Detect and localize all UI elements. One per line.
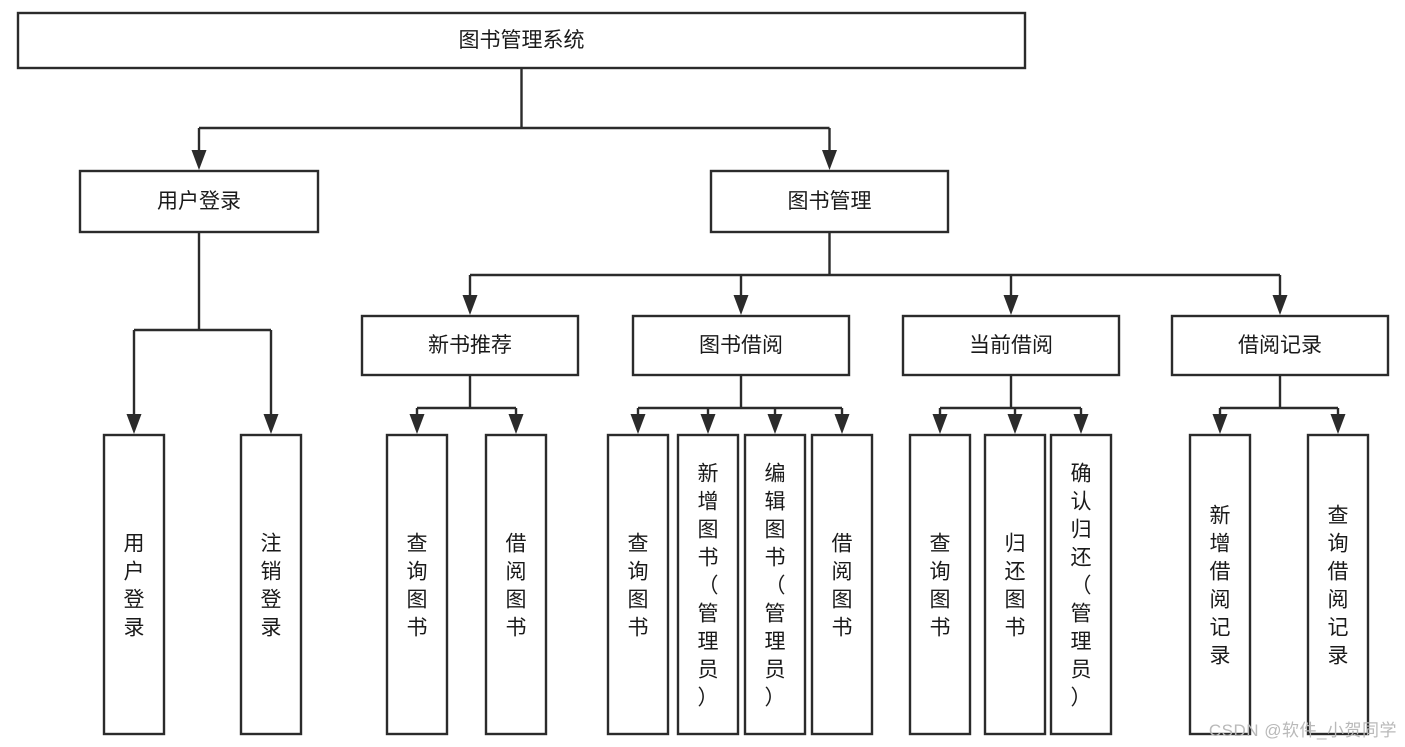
- node-user-login[interactable]: 用户登录: [78, 169, 320, 234]
- node-label: 编辑图书（管理员）: [765, 462, 786, 709]
- node-book-borrow[interactable]: 图书借阅: [631, 314, 851, 377]
- node-box: [1306, 433, 1370, 736]
- node-label: 查询图书: [628, 532, 649, 639]
- node-label: 用户登录: [157, 190, 241, 213]
- node-leaf-bb-edit[interactable]: 编辑图书（管理员）: [743, 433, 807, 736]
- node-label: 新书推荐: [428, 334, 512, 357]
- connector-group-user-login: [126, 232, 279, 434]
- node-box: [1049, 433, 1113, 736]
- node-label: 归还图书: [1005, 532, 1026, 639]
- node-root[interactable]: 图书管理系统: [16, 11, 1027, 70]
- node-box: [908, 433, 972, 736]
- arrow-head-icon: [263, 414, 279, 434]
- node-box: [901, 314, 1121, 377]
- node-leaf-user-login[interactable]: 用户登录: [102, 433, 166, 736]
- arrow-head-icon: [822, 150, 837, 170]
- node-book-manage[interactable]: 图书管理: [709, 169, 950, 234]
- node-label: 查询图书: [930, 532, 951, 639]
- arrow-head-icon: [700, 414, 716, 434]
- node-label: 确认归还（管理员）: [1071, 462, 1092, 709]
- node-borrow-record[interactable]: 借阅记录: [1170, 314, 1390, 377]
- node-leaf-cb-confirm[interactable]: 确认归还（管理员）: [1049, 433, 1113, 736]
- arrow-head-icon: [932, 414, 948, 434]
- node-box: [743, 433, 807, 736]
- arrow-head-icon: [1330, 414, 1346, 434]
- arrow-head-icon: [462, 295, 478, 315]
- arrow-head-icon: [409, 414, 425, 434]
- arrow-head-icon: [191, 150, 207, 170]
- node-layer: 图书管理系统用户登录图书管理新书推荐图书借阅当前借阅借阅记录用户登录注销登录查询…: [16, 11, 1390, 736]
- node-leaf-logout[interactable]: 注销登录: [239, 433, 303, 736]
- connector-layer: [126, 68, 1346, 434]
- node-box: [78, 169, 320, 234]
- node-box: [983, 433, 1047, 736]
- node-box: [1170, 314, 1390, 377]
- node-box: [16, 11, 1027, 70]
- arrow-head-icon: [508, 414, 524, 434]
- node-leaf-rec-borrow[interactable]: 借阅图书: [484, 433, 548, 736]
- node-box: [606, 433, 670, 736]
- node-label: 借阅记录: [1238, 334, 1322, 357]
- node-label: 注销登录: [261, 532, 282, 639]
- node-box: [631, 314, 851, 377]
- node-box: [239, 433, 303, 736]
- arrow-head-icon: [630, 414, 646, 434]
- node-label: 图书管理系统: [459, 29, 585, 52]
- arrow-head-icon: [733, 295, 749, 315]
- node-leaf-rec-query[interactable]: 查询图书: [385, 433, 449, 736]
- node-box: [102, 433, 166, 736]
- connector-group-book-manage: [462, 232, 1288, 315]
- node-box: [385, 433, 449, 736]
- node-leaf-br-query[interactable]: 查询借阅记录: [1306, 433, 1370, 736]
- node-label: 图书借阅: [699, 334, 783, 357]
- node-label: 查询图书: [407, 532, 428, 639]
- node-leaf-bb-add[interactable]: 新增图书（管理员）: [676, 433, 740, 736]
- arrow-head-icon: [1003, 295, 1019, 315]
- node-label: 借阅图书: [832, 532, 853, 639]
- node-box: [484, 433, 548, 736]
- node-leaf-br-add[interactable]: 新增借阅记录: [1188, 433, 1252, 736]
- node-leaf-cb-return[interactable]: 归还图书: [983, 433, 1047, 736]
- connector-group-new-book-rec: [409, 375, 524, 434]
- connector-group-current-borrow: [932, 375, 1089, 434]
- node-new-book-rec[interactable]: 新书推荐: [360, 314, 580, 377]
- node-leaf-cb-query[interactable]: 查询图书: [908, 433, 972, 736]
- arrow-head-icon: [834, 414, 850, 434]
- node-leaf-bb-borrow[interactable]: 借阅图书: [810, 433, 874, 736]
- connector-group-root: [191, 68, 837, 170]
- connector-group-book-borrow: [630, 375, 850, 434]
- arrow-head-icon: [1073, 414, 1089, 434]
- node-box: [810, 433, 874, 736]
- arrow-head-icon: [1272, 295, 1288, 315]
- node-leaf-bb-query[interactable]: 查询图书: [606, 433, 670, 736]
- node-label: 用户登录: [124, 532, 145, 639]
- node-label: 新增借阅记录: [1210, 504, 1231, 667]
- node-label: 图书管理: [788, 190, 872, 213]
- node-label: 借阅图书: [506, 532, 527, 639]
- node-box: [360, 314, 580, 377]
- arrow-head-icon: [1212, 414, 1228, 434]
- node-box: [676, 433, 740, 736]
- node-current-borrow[interactable]: 当前借阅: [901, 314, 1121, 377]
- connector-group-borrow-record: [1212, 375, 1346, 434]
- node-box: [1188, 433, 1252, 736]
- node-box: [709, 169, 950, 234]
- arrow-head-icon: [767, 414, 783, 434]
- node-label: 当前借阅: [969, 334, 1053, 357]
- node-label: 新增图书（管理员）: [698, 462, 719, 709]
- arrow-head-icon: [126, 414, 142, 434]
- node-label: 查询借阅记录: [1328, 504, 1349, 667]
- arrow-head-icon: [1007, 414, 1023, 434]
